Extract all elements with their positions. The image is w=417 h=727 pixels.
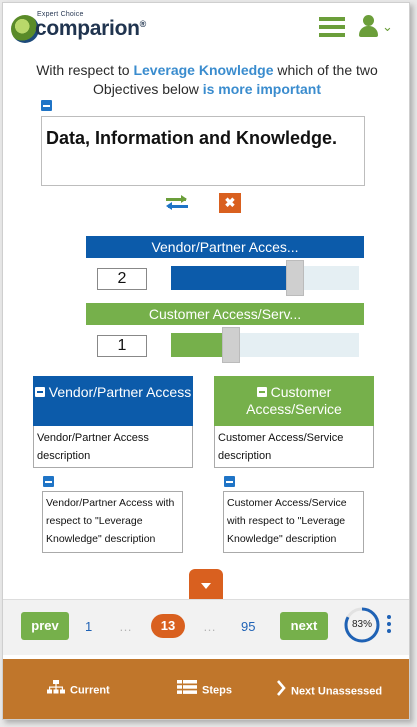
collapse-right-wrt-icon[interactable] [224,476,235,487]
right-objective-label: Customer Access/Serv... [86,303,364,325]
progress-label: 83% [351,619,372,630]
logo-mark-icon [11,15,39,43]
left-slider-thumb[interactable] [286,260,304,296]
chevron-down-icon: ⌄ [382,19,393,34]
right-value-input[interactable]: 1 [97,335,147,357]
right-slider[interactable] [171,327,359,363]
right-slider-fill [171,333,231,357]
hierarchy-icon [47,680,65,701]
list-icon [177,680,197,701]
page-first[interactable]: 1 [85,619,93,634]
next-unassessed-button[interactable]: Next Unassessed [276,680,382,700]
more-options-icon[interactable] [387,615,393,635]
page-ellipsis-right: … [203,619,216,634]
collapse-left-wrt-icon[interactable] [43,476,54,487]
question-emphasis: is more important [202,81,321,97]
goal-name: Leverage Knowledge [133,62,274,78]
left-objective-label: Vendor/Partner Acces... [86,236,364,258]
left-objective-card-header[interactable]: Vendor/Partner Access [33,376,193,426]
comparion-logo: Expert Choice comparion® [11,9,161,49]
next-button[interactable]: next [280,612,328,640]
comparison-question: With respect to Leverage Knowledge which… [36,62,378,97]
hamburger-menu-icon[interactable] [319,17,345,37]
progress-indicator: 83% [343,606,381,644]
user-icon [363,15,374,26]
footer-bar: Current Steps Next Unassessed [3,659,409,719]
page-last[interactable]: 95 [241,619,256,634]
user-menu-button[interactable]: ⌄ [359,15,399,41]
page-ellipsis-left: … [119,619,132,634]
logo-wordmark: comparion® [35,17,146,40]
pagination-bar: prev 1 … 13 … 95 next 83% [3,599,409,655]
left-wrt-description: Vendor/Partner Access with respect to "L… [42,491,183,553]
clear-judgment-button[interactable]: ✖ [219,193,241,213]
left-slider[interactable] [171,260,359,296]
right-objective-description: Customer Access/Service description [214,426,374,468]
right-objective-card-header[interactable]: Customer Access/Service [214,376,374,426]
left-value-input[interactable]: 2 [97,268,147,290]
header: Expert Choice comparion® ⌄ [3,3,409,53]
swap-icon[interactable] [166,195,188,213]
collapse-icon [34,387,45,397]
logo-tagline: Expert Choice [37,11,84,18]
steps-button[interactable]: Steps [177,680,232,700]
collapse-icon [256,387,267,397]
chevron-right-icon [276,680,286,703]
current-button[interactable]: Current [47,680,110,700]
right-wrt-description: Customer Access/Service with respect to … [223,491,364,553]
left-objective-description: Vendor/Partner Access description [33,426,193,468]
goal-description: Data, Information and Knowledge. [41,116,365,186]
progress-arc [344,607,380,643]
right-slider-thumb[interactable] [222,327,240,363]
left-slider-fill [171,266,295,290]
app-frame: Expert Choice comparion® ⌄ With respect … [2,2,410,720]
page-current: 13 [151,614,185,638]
collapse-goal-icon[interactable] [41,100,52,111]
expand-more-tab[interactable] [189,569,223,599]
prev-button[interactable]: prev [21,612,69,640]
